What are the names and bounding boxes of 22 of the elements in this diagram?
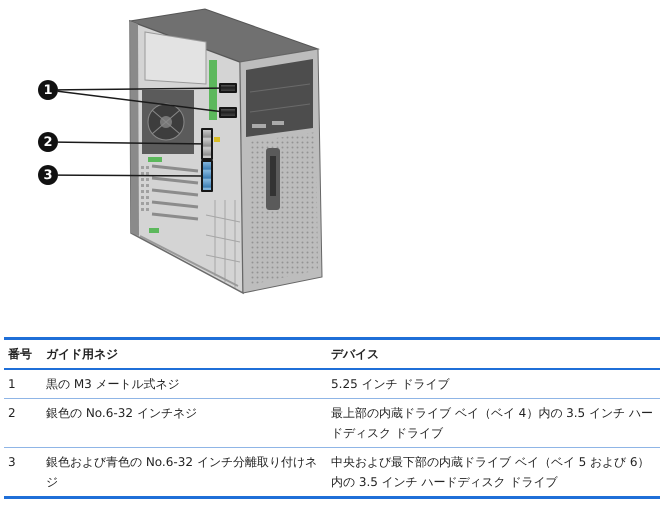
- highlighted-screw-group: [201, 160, 213, 192]
- highlighted-screw: [219, 107, 237, 118]
- screw-description: 黒の M3 メートル式ネジ: [46, 377, 180, 391]
- leader-line: [58, 174, 201, 177]
- screw-description: 銀色および青色の No.6-32 インチ分離取り付けネジ: [46, 455, 317, 489]
- column-header: 番号: [8, 347, 32, 361]
- highlighted-screw-group: [201, 128, 213, 160]
- callout-number: 2: [38, 132, 58, 152]
- device-description: 最上部の内蔵ドライブ ベイ（ベイ 4）内の 3.5 インチ ハードディスク ドライブ: [331, 406, 653, 440]
- row-number: 3: [8, 455, 16, 469]
- device-description: 中央および最下部の内蔵ドライブ ベイ（ベイ 5 および 6）内の 3.5 インチ ハードディスク ドライブ: [331, 455, 650, 489]
- callout-number: 1: [38, 80, 58, 100]
- leader-line: [58, 141, 201, 145]
- row-number: 2: [8, 406, 16, 420]
- callout-number: 3: [38, 165, 58, 185]
- highlighted-screw: [219, 83, 237, 93]
- leader-line: [58, 87, 219, 91]
- column-header: ガイド用ネジ: [46, 347, 118, 361]
- column-header: デバイス: [331, 347, 379, 361]
- device-description: 5.25 インチ ドライブ: [331, 377, 450, 391]
- row-number: 1: [8, 377, 16, 391]
- screw-description: 銀色の No.6-32 インチネジ: [46, 406, 197, 420]
